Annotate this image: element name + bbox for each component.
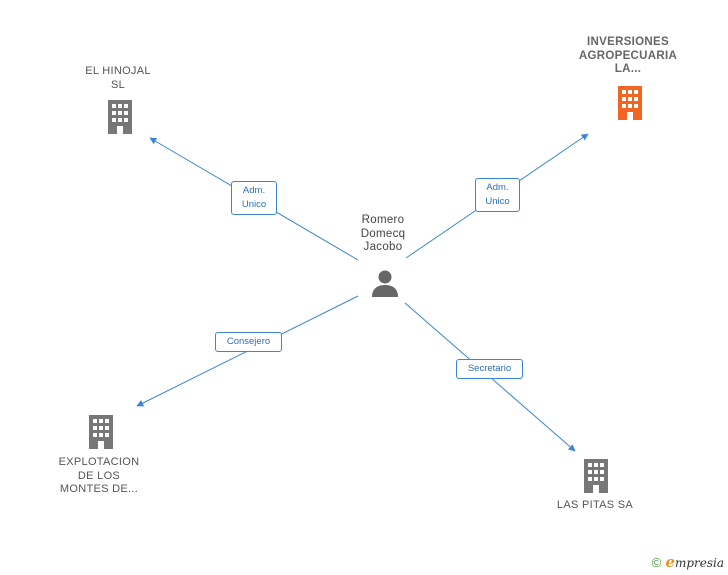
company-label-explotacion[interactable]: EXPLOTACION DE LOS MONTES DE... (58, 456, 140, 495)
relation-label-las-pitas[interactable]: Secretario (456, 359, 523, 379)
building-icon[interactable] (615, 86, 645, 120)
brand-logo[interactable]: empresia (665, 553, 724, 571)
company-label-inversiones[interactable]: INVERSIONES AGROPECUARIA LA... (578, 36, 678, 75)
company-label-el-hinojal[interactable]: EL HINOJAL SL (85, 65, 151, 91)
person-name[interactable]: Romero Domecq Jacobo (360, 214, 406, 253)
footer-brand: © empresia (652, 553, 724, 571)
building-icon[interactable] (86, 415, 116, 449)
relation-label-explotacion[interactable]: Consejero (215, 332, 282, 352)
relation-label-inversiones[interactable]: Adm. Unico (475, 178, 520, 212)
copyright-symbol: © (651, 554, 662, 570)
building-icon[interactable] (105, 100, 135, 134)
company-label-las-pitas[interactable]: LAS PITAS SA (556, 499, 634, 511)
relation-label-el-hinojal[interactable]: Adm. Unico (231, 181, 277, 215)
person-icon[interactable] (370, 268, 400, 298)
building-icon[interactable] (581, 459, 611, 493)
